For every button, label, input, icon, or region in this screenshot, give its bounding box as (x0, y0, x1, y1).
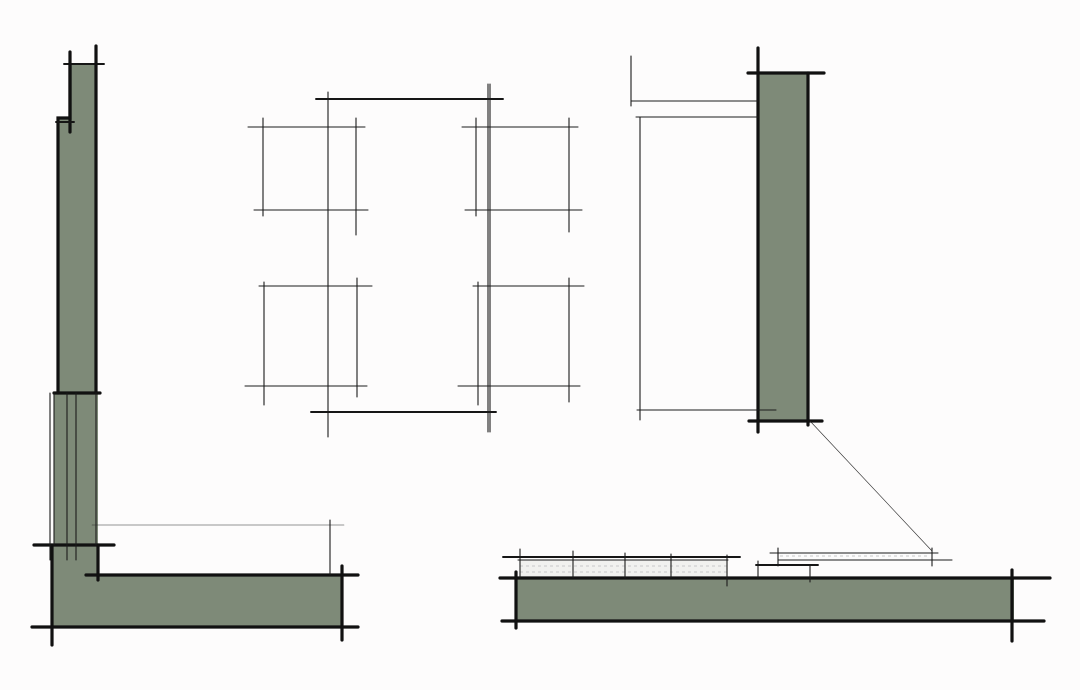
horizontal-slab-section (498, 547, 1052, 643)
vertical-wall-fill (758, 73, 808, 421)
vertical-wall-with-frame (630, 46, 933, 552)
pane-top-right (461, 117, 583, 233)
window-frame-elevation (244, 83, 585, 438)
l-wall-fill (52, 64, 342, 627)
l-shaped-wall-section (30, 44, 360, 647)
slab-topping-band (520, 560, 728, 578)
detail-leader-line (809, 420, 933, 552)
pane-top-left (247, 117, 369, 236)
slab-fill (516, 578, 1014, 621)
pane-bottom-right (457, 277, 585, 406)
pane-bottom-left (244, 277, 373, 406)
